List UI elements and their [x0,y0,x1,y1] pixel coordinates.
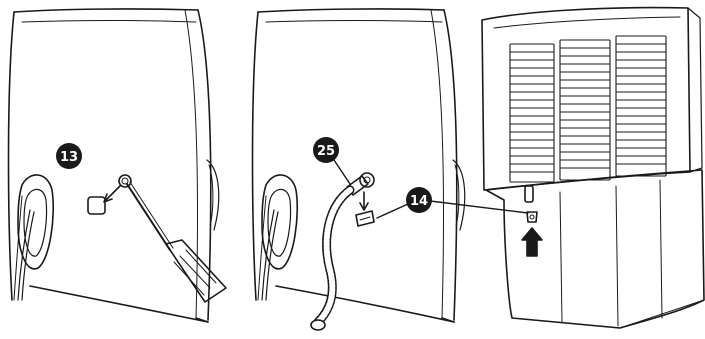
callout-13-label: 13 [60,150,78,165]
callout-25-label: 25 [317,144,335,159]
callout-13: 13 [56,143,82,169]
panel-2-top-edge [258,9,444,12]
panel-1-left-edge [9,12,15,300]
left-arrow-icon [106,186,120,200]
panel-3-lower-body [486,170,704,328]
panel-2-cord-holder [258,175,297,300]
panel-1-cord-holder [14,175,53,300]
panel-2-left-edge [253,12,259,300]
panel-3-air-grille [510,36,666,182]
panel-1-unit-side-view [9,9,227,322]
panel-3-hose-stub [525,186,533,202]
callout-14-label: 14 [410,194,428,209]
drain-plug-icon [88,197,105,214]
panel-1-top-edge [14,9,198,12]
panel-3-unit-rear-view [482,8,704,328]
panel-2-unit-side-view [253,9,529,330]
up-arrow-icon [522,228,542,256]
panel-1-bottom-edge [30,286,208,322]
panel-1-drain-port [119,175,131,187]
panel-1-front-inner-edge [185,10,198,318]
callout-14-leader [422,200,528,213]
callout-25: 25 [313,137,350,184]
drain-hose-icon [311,190,350,330]
callout-14: 14 [406,187,432,213]
panel-3-upper-body [482,8,690,190]
panel-3-drain-plug [527,212,537,222]
panel-1-top-inner [22,21,196,23]
